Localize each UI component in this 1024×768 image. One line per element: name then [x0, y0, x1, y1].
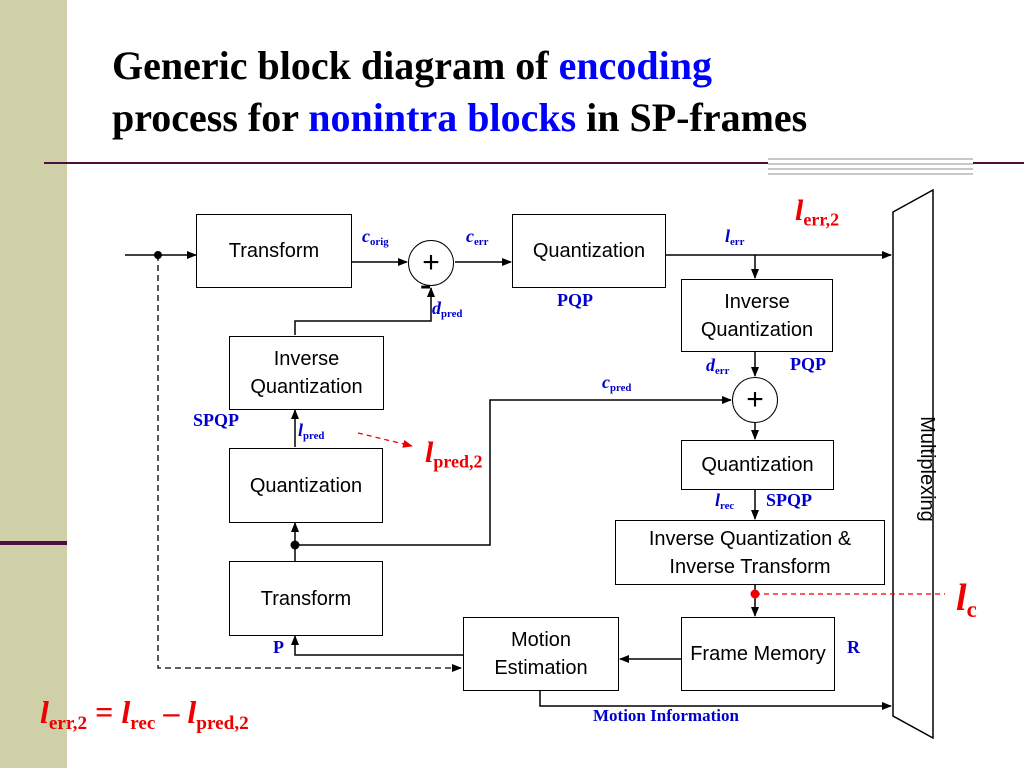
param-spqp-left: SPQP: [193, 410, 240, 430]
param-spqp-right: SPQP: [766, 490, 813, 510]
title-part1: Generic block diagram of: [112, 43, 559, 88]
edge-cpred-adder: [295, 396, 732, 546]
param-r: R: [847, 637, 860, 657]
junction-lc: [750, 589, 760, 599]
title-part3: in SP-frames: [576, 95, 808, 140]
edge-dpred-adder: [294, 287, 435, 335]
title-highlight-encoding: encoding: [558, 43, 712, 88]
adder-top-minus: -: [420, 266, 432, 303]
slide-title: Generic block diagram of encoding process…: [112, 40, 992, 144]
transform-top-block: Transform: [196, 214, 352, 288]
motion-estimation-block: Motion Estimation: [463, 617, 619, 691]
title-rule: [44, 162, 1024, 164]
highlight-l-pred2: lpred,2: [425, 436, 483, 472]
signal-d-err: derr: [706, 355, 730, 378]
equation: lerr,2 = lrec – lpred,2: [40, 694, 249, 734]
signal-l-err: lerr: [725, 226, 745, 249]
frame-memory-block: Frame Memory: [681, 617, 835, 691]
signal-c-err: cerr: [466, 226, 489, 249]
junction-input: [154, 251, 162, 259]
signal-c-orig: corig: [362, 226, 389, 249]
edge-input-me-dashed: [157, 255, 462, 672]
param-pqp-right: PQP: [790, 354, 826, 374]
highlight-l-c: lc: [956, 577, 977, 622]
quantization-top-block: Quantization: [512, 214, 666, 288]
multiplexing-label: Multiplexing: [916, 416, 938, 522]
multiplexer-shape: [892, 188, 934, 740]
junction-cpred: [290, 540, 300, 550]
param-motion-information: Motion Information: [593, 706, 739, 725]
signal-l-rec: lrec: [715, 490, 735, 513]
title-stripes: [768, 158, 973, 178]
sidebar-rule: [0, 541, 67, 545]
signal-c-pred: cpred: [602, 372, 632, 395]
inverse-quantization-left-block: Inverse Quantization: [229, 336, 384, 410]
signal-l-pred: lpred: [298, 420, 325, 443]
edge-motioninfo-mux: [539, 690, 892, 710]
transform-bottom-block: Transform: [229, 561, 383, 636]
title-highlight-nonintra: nonintra blocks: [308, 95, 577, 140]
highlight-l-err2: lerr,2: [795, 194, 840, 230]
quantization-left-block: Quantization: [229, 448, 383, 523]
adder-top: +: [408, 240, 454, 286]
adder-right: +: [732, 377, 778, 423]
inverse-quantization-right-block: Inverse Quantization: [681, 279, 833, 352]
param-p: P: [273, 637, 284, 657]
title-part2: process for: [112, 95, 309, 140]
annotation-lpred2-arrow: [357, 432, 413, 448]
inverse-quantization-transform-block: Inverse Quantization & Inverse Transform: [615, 520, 885, 585]
slide-sidebar: [0, 0, 67, 768]
signal-d-pred: dpred: [432, 298, 463, 321]
edge-me-transform: [291, 635, 463, 656]
param-pqp-top: PQP: [557, 290, 593, 310]
quantization-right-block: Quantization: [681, 440, 834, 490]
